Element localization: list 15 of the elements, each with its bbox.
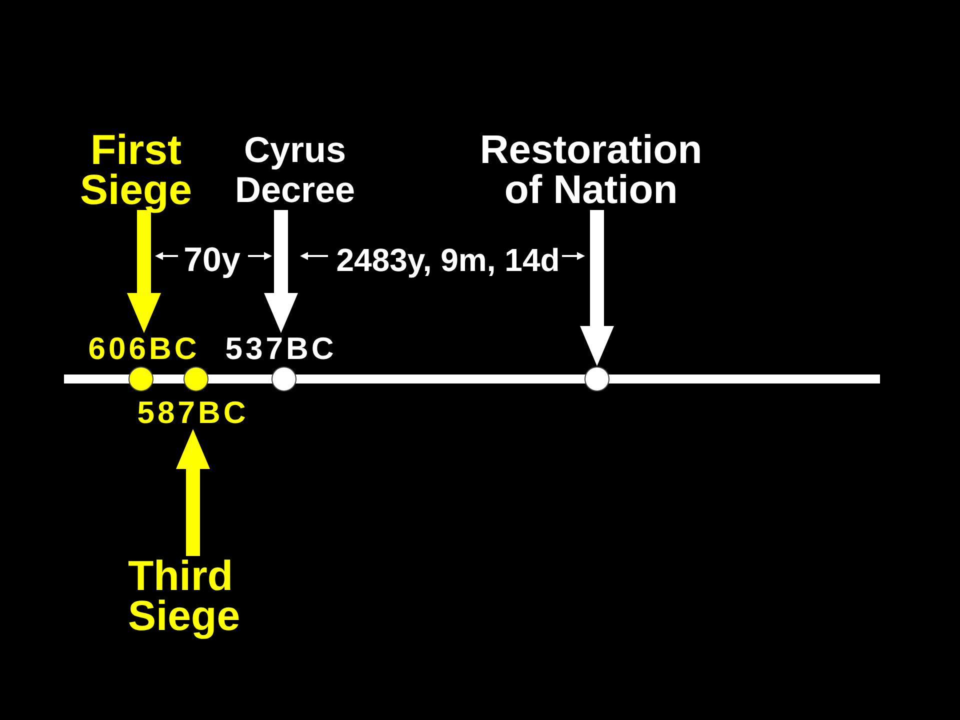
interval-label: 70y [184,242,240,278]
timeline-dot [183,366,209,392]
timeline-dot [584,366,610,392]
arrow [580,210,614,366]
arrow [264,210,298,333]
interval-label: 2483y, 9m, 14d [336,243,560,277]
event-label: Cyrus Decree [231,130,359,210]
date-label: 587BC [137,397,249,429]
date-label: 606BC [88,333,200,365]
timeline-dot [128,366,154,392]
arrow [127,210,161,333]
event-label: Restoration of Nation [474,130,708,210]
timeline-dot [271,366,297,392]
date-label: 537BC [225,333,337,365]
arrow [176,429,210,556]
